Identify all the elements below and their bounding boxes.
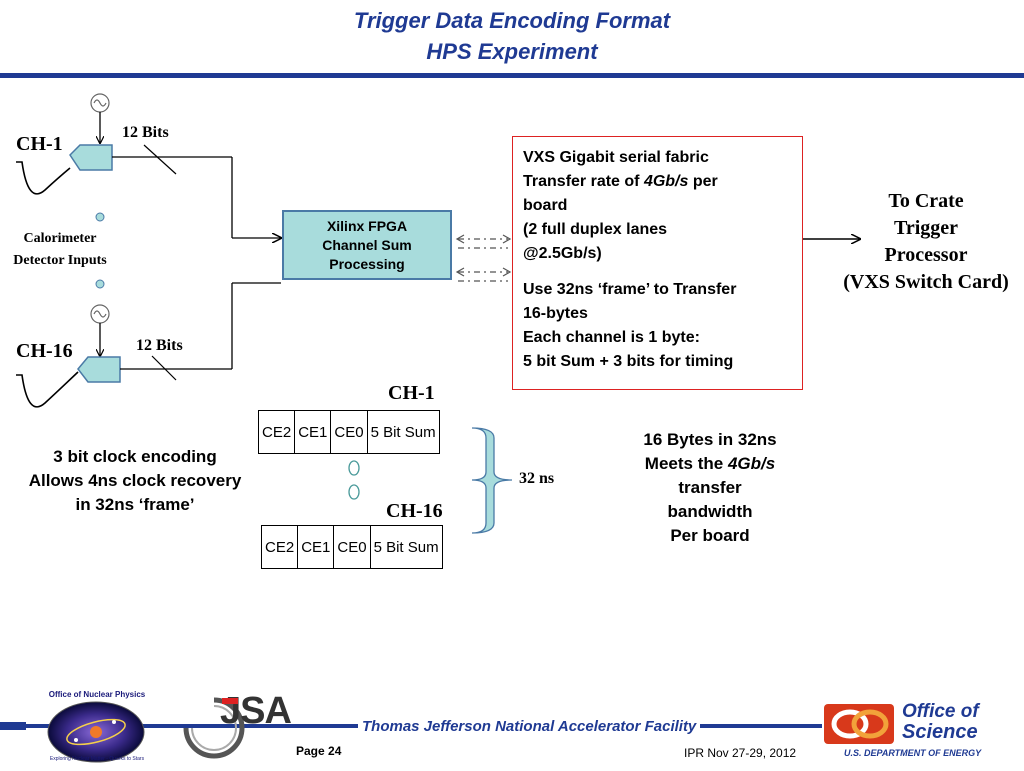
bandwidth-note: 16 Bytes in 32ns Meets the 4Gb/s transfe… <box>643 430 777 545</box>
brace-label: 32 ns <box>519 470 555 487</box>
clock-source-icon-ch16 <box>90 304 110 356</box>
pulse-waveform-ch1 <box>16 161 71 195</box>
crate-trigger-label: To Crate Trigger Processor (VXS Switch C… <box>843 190 1009 293</box>
header-rule <box>0 73 1024 78</box>
ellipsis-dot <box>95 212 105 222</box>
frame-cell: CE0 <box>333 525 371 569</box>
frame-cell: CE1 <box>294 410 332 454</box>
ellipsis-dot <box>95 279 105 289</box>
frame-cell: 5 Bit Sum <box>366 410 440 454</box>
frame-ch1-title: CH-1 <box>388 382 435 404</box>
page-number: Page 24 <box>296 744 342 758</box>
frame-cell: CE1 <box>297 525 335 569</box>
frame-ch16-table: CE2 CE1 CE0 5 Bit Sum <box>260 525 443 569</box>
lab-name: Thomas Jefferson National Accelerator Fa… <box>358 718 701 735</box>
vxs-info-box: VXS Gigabit serial fabric Transfer rate … <box>512 136 803 390</box>
bits-label-top: 12 Bits <box>122 124 169 141</box>
event-date: IPR Nov 27-29, 2012 <box>684 746 797 760</box>
calorimeter-label: Calorimeter Detector Inputs <box>13 231 107 268</box>
frame-ch1-table: CE2 CE1 CE0 5 Bit Sum <box>257 410 440 454</box>
adc-shape-ch1 <box>69 144 113 171</box>
jsa-logo-accent <box>222 698 238 704</box>
frame-ch16-title: CH-16 <box>386 500 443 522</box>
frame-ellipsis-dot <box>348 460 360 476</box>
frame-ellipsis-dot <box>348 484 360 500</box>
page-subtitle: HPS Experiment <box>426 39 598 64</box>
clock-encoding-note: 3 bit clock encoding Allows 4ns clock re… <box>28 447 242 514</box>
ch1-label: CH-1 <box>16 133 63 155</box>
bits-label-bottom: 12 Bits <box>136 337 183 354</box>
office-of-science-logo: Office of Science U.S. DEPARTMENT OF ENE… <box>822 700 1024 768</box>
page-title: Trigger Data Encoding Format <box>353 8 671 33</box>
frame-cell: CE0 <box>330 410 368 454</box>
footer-rule-accent <box>0 722 26 730</box>
adc-shape-ch16 <box>77 356 121 383</box>
ch16-label: CH-16 <box>16 340 73 362</box>
nuclear-physics-logo: Office of Nuclear Physics Exploring Nucl… <box>47 690 146 763</box>
clock-source-icon-ch1 <box>90 93 110 143</box>
duplex-lanes <box>455 234 512 282</box>
fpga-box: Xilinx FPGA Channel Sum Processing <box>282 210 452 280</box>
brace-32ns <box>471 427 513 534</box>
pulse-waveform-ch16 <box>16 371 79 408</box>
frame-cell: 5 Bit Sum <box>369 525 443 569</box>
jsa-logo: JSA <box>176 688 296 766</box>
frame-cell: CE2 <box>260 525 299 569</box>
